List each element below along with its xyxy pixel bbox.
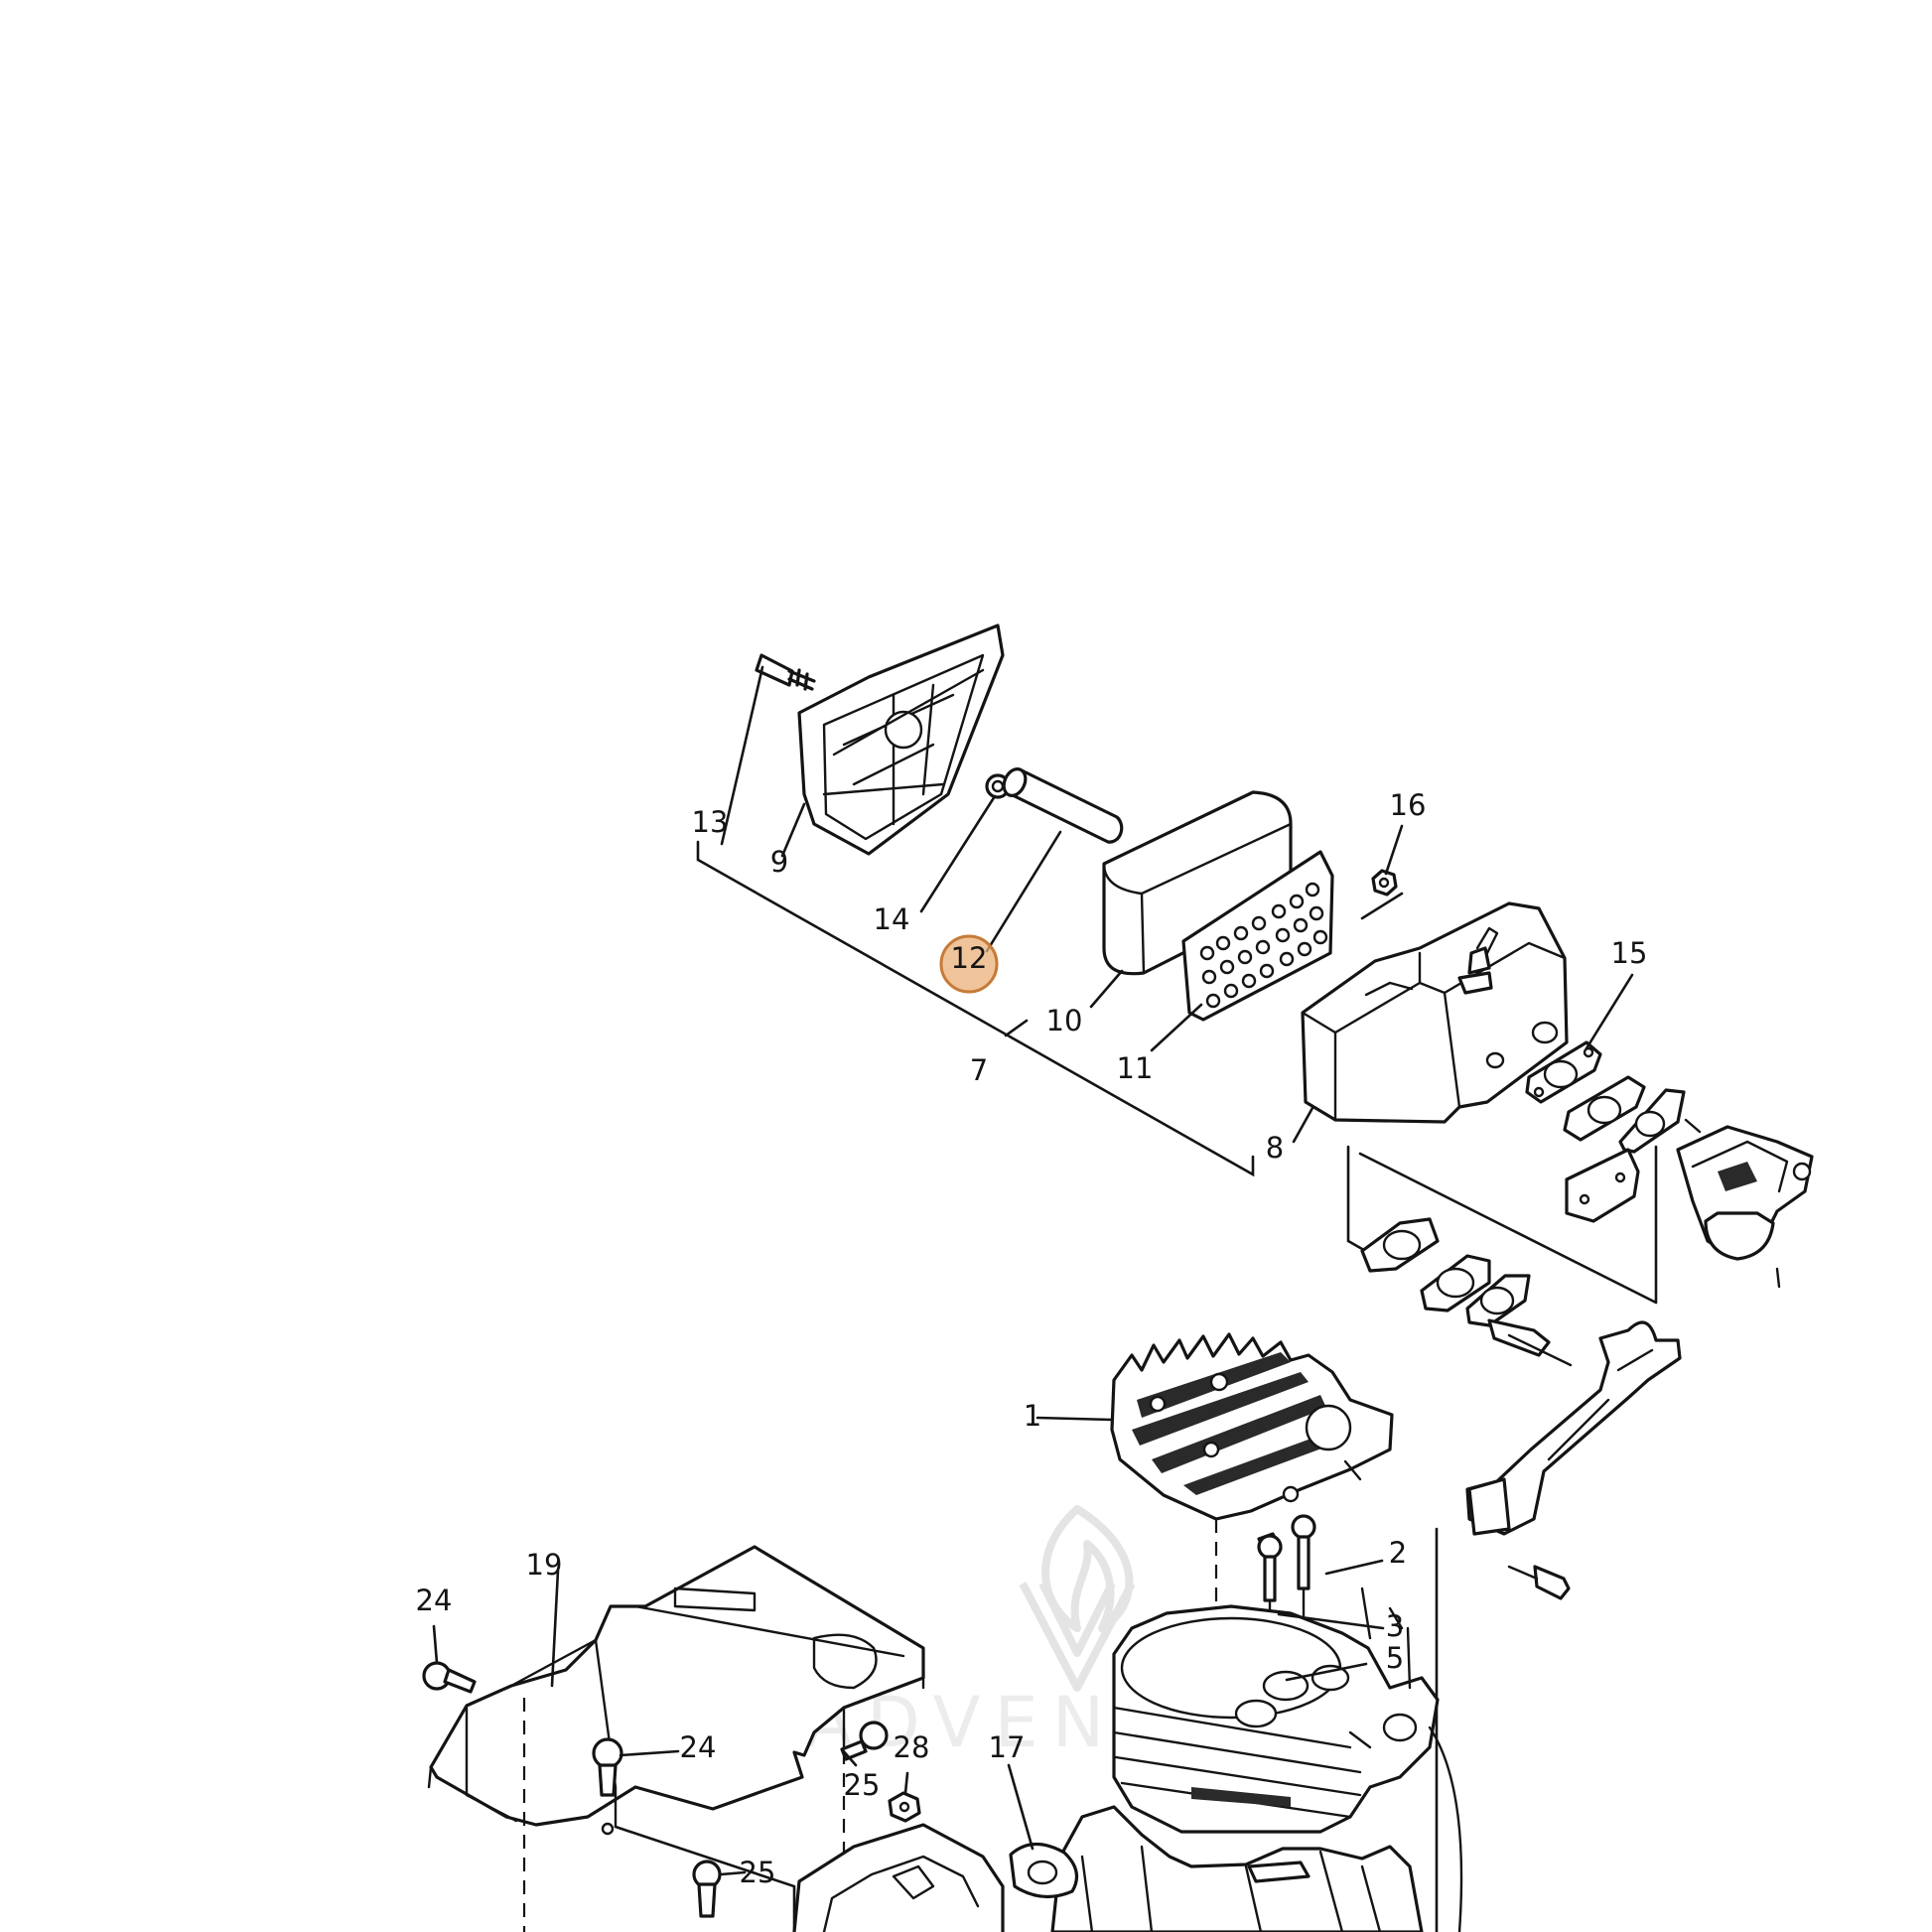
- callout-25-right: 25: [844, 1768, 881, 1802]
- callout-labels: 13 9 14 12 10 7 11 8 16 15 1 2 3 5 19 24…: [416, 788, 1648, 1889]
- callout-19: 19: [526, 1548, 563, 1582]
- callout-9: 9: [770, 845, 788, 879]
- callout-14: 14: [874, 902, 910, 936]
- screw-24-center: [592, 1737, 623, 1797]
- callout-25-lower: 25: [740, 1856, 776, 1889]
- callout-13: 13: [692, 805, 729, 839]
- air-cleaner-group: [696, 623, 1814, 1305]
- air-cleaner-base-8: [1301, 901, 1569, 1124]
- valve-cover: [792, 1823, 1005, 1932]
- screw-24-left: [422, 1661, 477, 1694]
- nut-16: [1371, 869, 1398, 897]
- callout-24-left: 24: [416, 1584, 453, 1617]
- gaskets-15: [1525, 1040, 1686, 1223]
- leader-lines: [432, 665, 1634, 1876]
- callout-3: 3: [1386, 1609, 1404, 1643]
- wing-screw-13: [755, 653, 816, 691]
- carburetor: [1676, 1118, 1814, 1289]
- tube-12: [1002, 767, 1124, 844]
- callout-2: 2: [1389, 1536, 1407, 1570]
- callout-8: 8: [1266, 1131, 1284, 1165]
- callout-12[interactable]: 12: [951, 941, 988, 975]
- callout-10: 10: [1046, 1004, 1083, 1037]
- filter-perforations: [1199, 882, 1328, 1009]
- callout-1: 1: [1024, 1399, 1041, 1433]
- air-cleaner-cover-9: [797, 623, 1005, 856]
- cylinder-head-1: [1035, 1332, 1394, 1698]
- intake-gaskets: [1346, 1145, 1531, 1327]
- callout-15: 15: [1611, 936, 1648, 970]
- head-bolts-2: [1257, 1514, 1316, 1630]
- group-bracket-line: [696, 840, 1255, 1177]
- carb-connector-line: [1358, 1145, 1658, 1305]
- base-connector-line: [1360, 892, 1404, 920]
- filter-element-11: [1181, 850, 1334, 1022]
- gasket-17: [1009, 1842, 1079, 1898]
- callout-12-highlight[interactable]: [939, 934, 999, 994]
- callout-16: 16: [1390, 788, 1427, 822]
- intake-elbow: [1435, 1318, 1682, 1932]
- cylinder-block: [1050, 1587, 1463, 1932]
- callout-24-center: 24: [680, 1730, 717, 1764]
- nut-28: [888, 1791, 921, 1823]
- callout-5: 5: [1386, 1641, 1404, 1675]
- callout-7: 7: [970, 1053, 988, 1087]
- screw-25-lower: [692, 1860, 722, 1918]
- shroud-19: [427, 1545, 925, 1932]
- callout-28: 28: [894, 1730, 930, 1764]
- callout-11: 11: [1117, 1051, 1154, 1085]
- callout-17: 17: [989, 1730, 1026, 1764]
